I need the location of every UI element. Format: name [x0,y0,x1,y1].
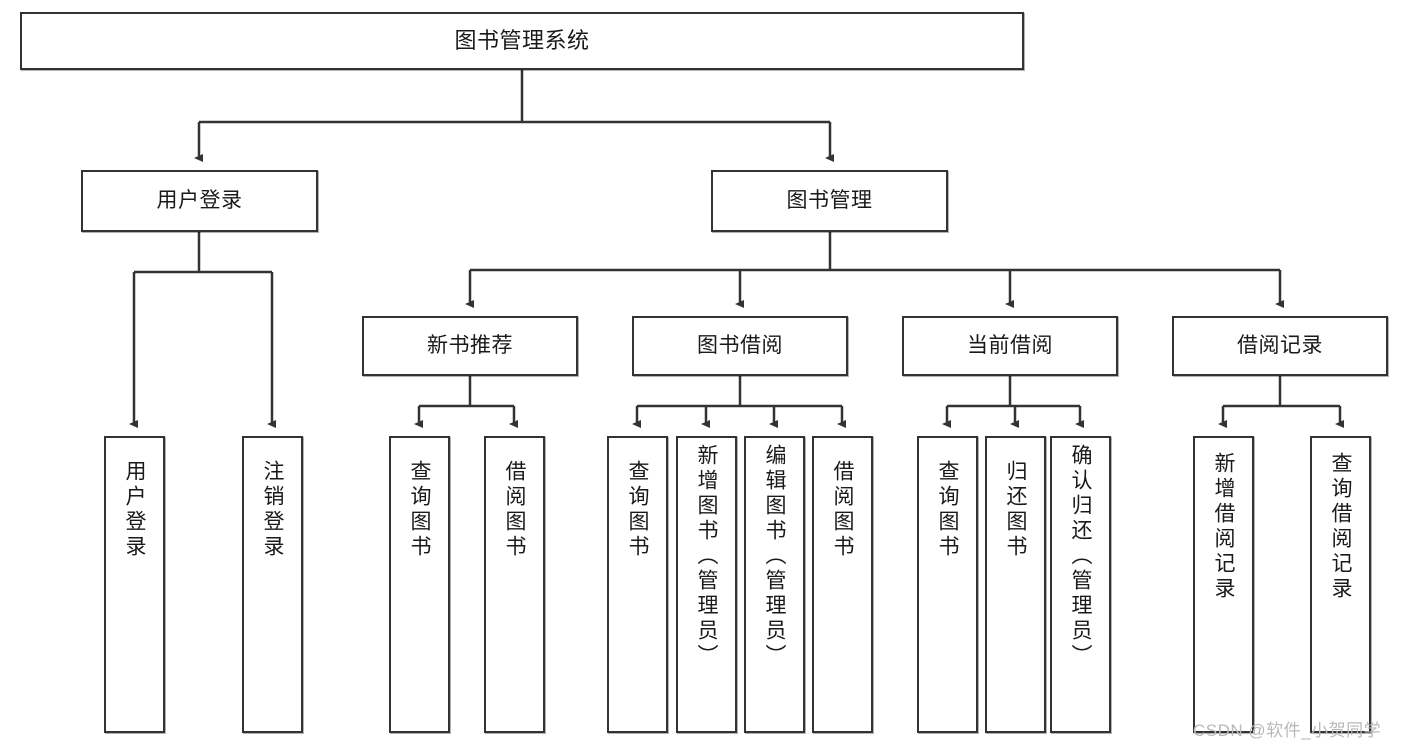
node-book-manage-label: 图书管理 [786,188,873,212]
node-leaf-add-borrow-record-label: 新增借阅记录 [1212,452,1235,602]
node-leaf-add-book-admin-label: 新增图书（管理员） [695,444,718,669]
node-leaf-query-book-borrow[interactable]: 查询图书 [607,436,668,733]
node-borrow-record-label: 借阅记录 [1237,333,1323,357]
node-leaf-query-book-current-label: 查询图书 [936,460,959,560]
node-book-borrow-label: 图书借阅 [697,333,783,357]
node-leaf-query-borrow-record[interactable]: 查询借阅记录 [1310,436,1371,733]
node-current-borrow-label: 当前借阅 [967,333,1053,357]
node-root-label: 图书管理系统 [454,28,590,54]
node-leaf-user-login-label: 用户登录 [123,460,146,560]
csdn-watermark: CSDN @软件_小贺同学 [1193,721,1382,740]
node-leaf-return-book-label: 归还图书 [1004,460,1027,560]
node-leaf-query-borrow-record-label: 查询借阅记录 [1329,452,1352,602]
node-borrow-record[interactable]: 借阅记录 [1172,316,1388,376]
node-leaf-query-book-rec[interactable]: 查询图书 [389,436,450,733]
node-leaf-borrow-book-rec-label: 借阅图书 [503,460,526,560]
node-new-book-recommend[interactable]: 新书推荐 [362,316,578,376]
node-leaf-user-logout[interactable]: 注销登录 [242,436,303,733]
node-user-login-label: 用户登录 [156,188,243,212]
node-book-manage[interactable]: 图书管理 [711,170,948,232]
node-leaf-query-book-borrow-label: 查询图书 [626,460,649,560]
node-leaf-borrow-book-rec[interactable]: 借阅图书 [484,436,545,733]
node-leaf-add-book-admin[interactable]: 新增图书（管理员） [676,436,737,733]
node-leaf-query-book-current[interactable]: 查询图书 [917,436,978,733]
node-leaf-user-login[interactable]: 用户登录 [104,436,165,733]
node-book-borrow[interactable]: 图书借阅 [632,316,848,376]
node-leaf-borrow-book-label: 借阅图书 [831,460,854,560]
node-leaf-edit-book-admin-label: 编辑图书（管理员） [763,444,786,669]
node-leaf-edit-book-admin[interactable]: 编辑图书（管理员） [744,436,805,733]
node-leaf-confirm-return-admin[interactable]: 确认归还（管理员） [1050,436,1111,733]
node-root[interactable]: 图书管理系统 [20,12,1024,70]
node-leaf-query-book-rec-label: 查询图书 [408,460,431,560]
node-current-borrow[interactable]: 当前借阅 [902,316,1118,376]
node-leaf-add-borrow-record[interactable]: 新增借阅记录 [1193,436,1254,733]
node-user-login[interactable]: 用户登录 [81,170,318,232]
node-leaf-borrow-book[interactable]: 借阅图书 [812,436,873,733]
node-leaf-confirm-return-admin-label: 确认归还（管理员） [1069,444,1092,669]
node-leaf-user-logout-label: 注销登录 [261,460,284,560]
node-new-book-recommend-label: 新书推荐 [427,333,513,357]
node-leaf-return-book[interactable]: 归还图书 [985,436,1046,733]
